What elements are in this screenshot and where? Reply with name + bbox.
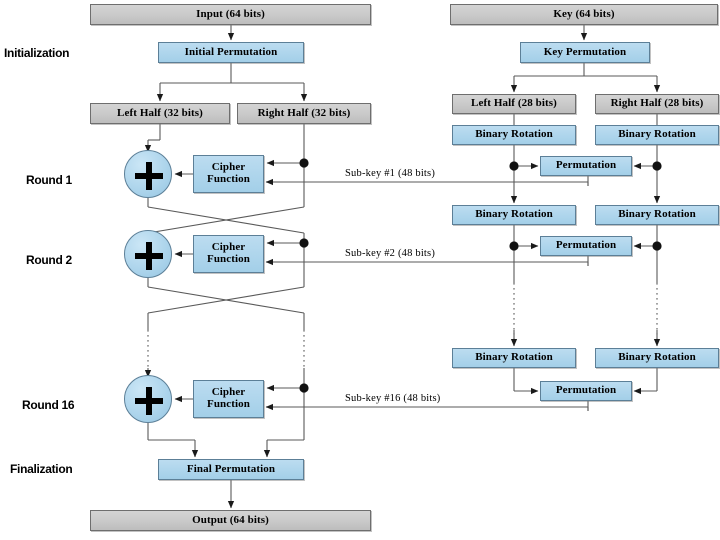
- output-block: Output (64 bits): [90, 510, 371, 531]
- input-block: Input (64 bits): [90, 4, 371, 25]
- cipher-function-round-2-block: Cipher Function: [193, 235, 264, 273]
- binary-rotation-right-round-1-block: Binary Rotation: [595, 125, 719, 145]
- right-half-32-block: Right Half (32 bits): [237, 103, 371, 124]
- xor-plus-vertical-16: [146, 386, 152, 415]
- xor-plus-vertical-1: [146, 161, 152, 190]
- section-label-round-2: Round 2: [26, 253, 72, 267]
- subkey-label-1: Sub-key #1 (48 bits): [345, 168, 436, 179]
- xor-round-16: [124, 375, 172, 423]
- xor-round-1: [124, 150, 172, 198]
- subkey-label-2: Sub-key #2 (48 bits): [345, 248, 436, 259]
- subkey-label-16: Sub-key #16 (48 bits): [345, 393, 441, 404]
- section-label-round-1: Round 1: [26, 173, 72, 187]
- xor-plus-vertical-2: [146, 241, 152, 270]
- key-block: Key (64 bits): [450, 4, 718, 25]
- binary-rotation-right-round-16-block: Binary Rotation: [595, 348, 719, 368]
- binary-rotation-left-round-16-block: Binary Rotation: [452, 348, 576, 368]
- binary-rotation-left-round-1-block: Binary Rotation: [452, 125, 576, 145]
- section-label-finalization: Finalization: [10, 462, 73, 476]
- binary-rotation-left-round-2-block: Binary Rotation: [452, 205, 576, 225]
- key-right-half-28-block: Right Half (28 bits): [595, 94, 719, 114]
- permutation-round-1-block: Permutation: [540, 156, 632, 176]
- key-permutation-block: Key Permutation: [520, 42, 650, 63]
- permutation-round-2-block: Permutation: [540, 236, 632, 256]
- binary-rotation-right-round-2-block: Binary Rotation: [595, 205, 719, 225]
- section-label-round-16: Round 16: [22, 398, 75, 412]
- permutation-round-16-block: Permutation: [540, 381, 632, 401]
- cipher-function-round-1-block: Cipher Function: [193, 155, 264, 193]
- initial-permutation-block: Initial Permutation: [158, 42, 304, 63]
- cipher-function-round-16-block: Cipher Function: [193, 380, 264, 418]
- left-half-32-block: Left Half (32 bits): [90, 103, 230, 124]
- section-label-initialization: Initialization: [4, 46, 70, 60]
- final-permutation-block: Final Permutation: [158, 459, 304, 480]
- xor-round-2: [124, 230, 172, 278]
- key-left-half-28-block: Left Half (28 bits): [452, 94, 576, 114]
